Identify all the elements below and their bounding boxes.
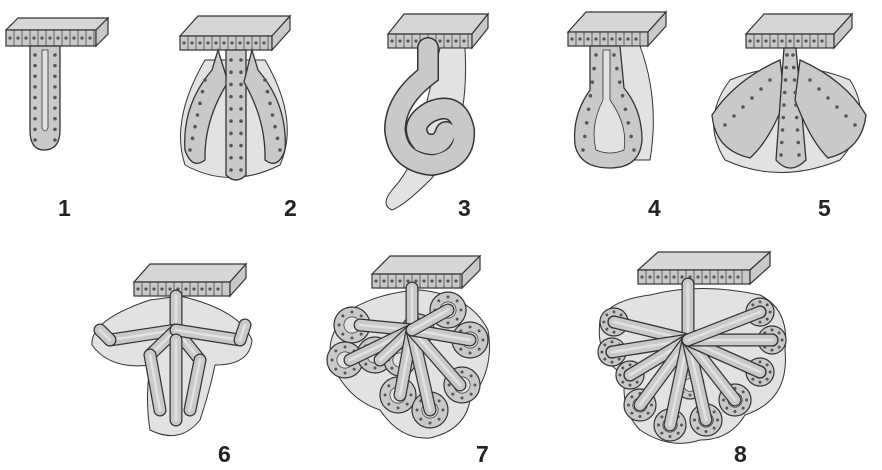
label-7: 7 <box>476 441 489 467</box>
surface-epithelium <box>746 14 852 48</box>
label-1: 1 <box>58 195 71 221</box>
surface-epithelium <box>638 252 770 284</box>
label-5: 5 <box>818 195 831 221</box>
branch-middle <box>226 50 246 180</box>
gland-8-compound-tubuloalveolar: 8 <box>598 252 786 467</box>
label-6: 6 <box>218 441 231 467</box>
gland-4-simple-alveolar: 4 <box>568 12 666 221</box>
surface-epithelium <box>180 16 290 50</box>
surface-epithelium <box>372 256 480 288</box>
surface-epithelium <box>568 12 666 46</box>
gland-2-branched-tubular: 2 <box>180 16 297 221</box>
label-2: 2 <box>284 195 297 221</box>
gland-5-branched-alveolar: 5 <box>712 14 866 221</box>
label-4: 4 <box>648 195 661 221</box>
gland-3-coiled-tubular: 3 <box>386 14 488 221</box>
surface-epithelium <box>6 18 108 46</box>
gland-6-compound-tubular: 6 <box>92 264 252 467</box>
surface-epithelium <box>388 14 488 48</box>
gland-1-simple-tubular: 1 <box>6 18 108 221</box>
gland-7-compound-alveolar: 7 <box>327 256 490 467</box>
surface-epithelium <box>134 264 246 296</box>
label-8: 8 <box>734 441 747 467</box>
label-3: 3 <box>458 195 471 221</box>
